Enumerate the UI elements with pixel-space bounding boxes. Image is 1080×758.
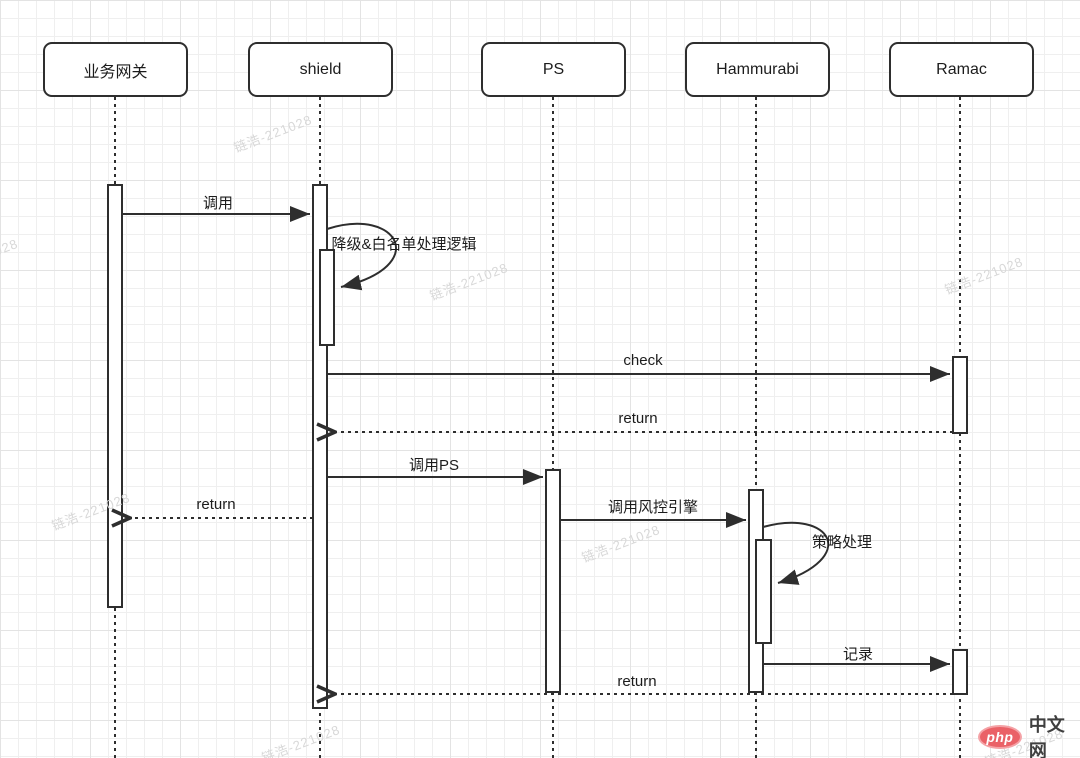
activation-ramac-check xyxy=(952,356,968,434)
message-label-return-1: return xyxy=(618,410,658,427)
participant-label: PS xyxy=(542,60,565,78)
return-arrows xyxy=(126,432,953,694)
activation-shield-nested xyxy=(319,249,335,346)
participant-label: Ramac xyxy=(936,60,987,78)
message-label-return-2: return xyxy=(196,496,236,513)
activation-ramac-record xyxy=(952,649,968,695)
message-label-call-risk: 调用风控引擎 xyxy=(607,499,699,516)
message-label-call: 调用 xyxy=(202,195,234,212)
lifelines xyxy=(114,97,961,758)
self-loop-hammurabi xyxy=(762,521,830,585)
php-logo-text: php xyxy=(986,729,1014,745)
participant-label: 业务网关 xyxy=(83,63,148,81)
call-arrows xyxy=(122,206,950,672)
message-label-call-ps: 调用PS xyxy=(408,457,460,474)
activation-ps xyxy=(545,469,561,693)
site-branding: php 中文网 xyxy=(978,711,1080,758)
participant-gateway: 业务网关 xyxy=(43,42,188,97)
php-logo-icon: php xyxy=(978,725,1022,749)
message-label-check: check xyxy=(623,352,663,369)
participant-shield: shield xyxy=(248,42,393,97)
activation-gateway xyxy=(107,184,123,608)
message-label-whitelist-logic: 降级&白名单处理逻辑 xyxy=(331,236,477,253)
site-name: 中文网 xyxy=(1028,715,1065,758)
message-label-return-3: return xyxy=(617,673,657,690)
activation-hammurabi-nested xyxy=(755,539,772,644)
participant-ps: PS xyxy=(481,42,626,97)
message-label-strategy: 策略处理 xyxy=(811,534,873,551)
activations xyxy=(107,184,968,709)
participant-hammurabi: Hammurabi xyxy=(685,42,830,97)
self-loop-shield xyxy=(326,223,398,291)
participant-label: Hammurabi xyxy=(716,60,799,78)
participant-ramac: Ramac xyxy=(889,42,1034,97)
participant-label: shield xyxy=(299,60,342,78)
message-label-record: 记录 xyxy=(842,646,874,663)
